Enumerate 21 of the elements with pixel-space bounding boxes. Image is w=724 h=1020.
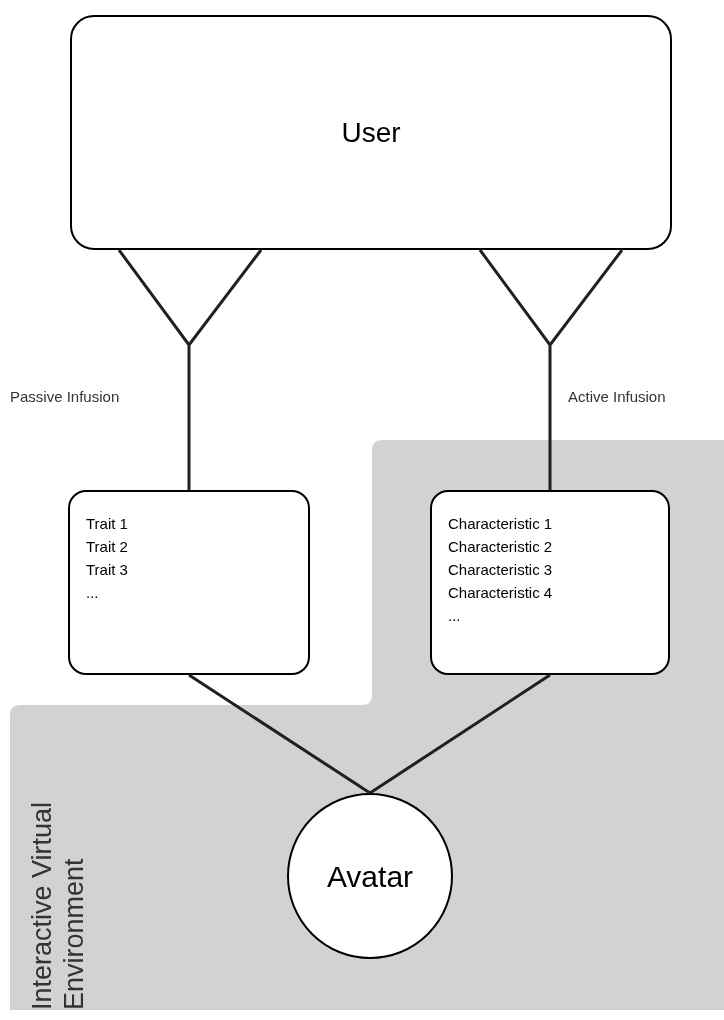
funnel-connector (478, 248, 624, 492)
list-item: Trait 1 (86, 514, 128, 534)
list-item: Trait 3 (86, 560, 128, 580)
list-item: ... (86, 583, 99, 603)
user-box (70, 15, 672, 250)
list-box (68, 490, 310, 675)
region-label: Interactive Virtual Environment (26, 800, 90, 1010)
connector-line (188, 673, 371, 795)
connector-line (369, 673, 551, 795)
node-title: Avatar (326, 858, 414, 895)
list-item: Characteristic 4 (448, 583, 553, 603)
edge-label: Passive Infusion (10, 387, 120, 407)
list-item: ... (448, 606, 461, 626)
list-item: Characteristic 1 (448, 514, 553, 534)
list-item: Characteristic 2 (448, 537, 553, 557)
list-box (430, 490, 670, 675)
list-item: Trait 2 (86, 537, 128, 557)
list-item: Characteristic 3 (448, 560, 553, 580)
funnel-connector (117, 248, 263, 492)
edge-label: Active Infusion (568, 387, 666, 407)
node-title: User (341, 115, 401, 150)
